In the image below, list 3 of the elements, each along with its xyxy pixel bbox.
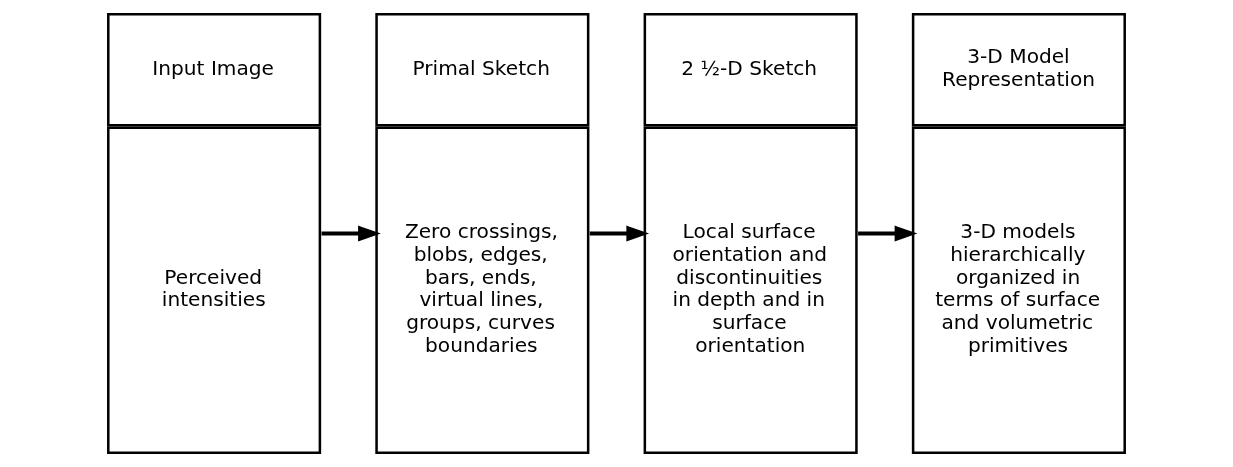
arrow	[858, 225, 918, 242]
arrow	[321, 225, 381, 242]
arrow	[589, 225, 650, 242]
